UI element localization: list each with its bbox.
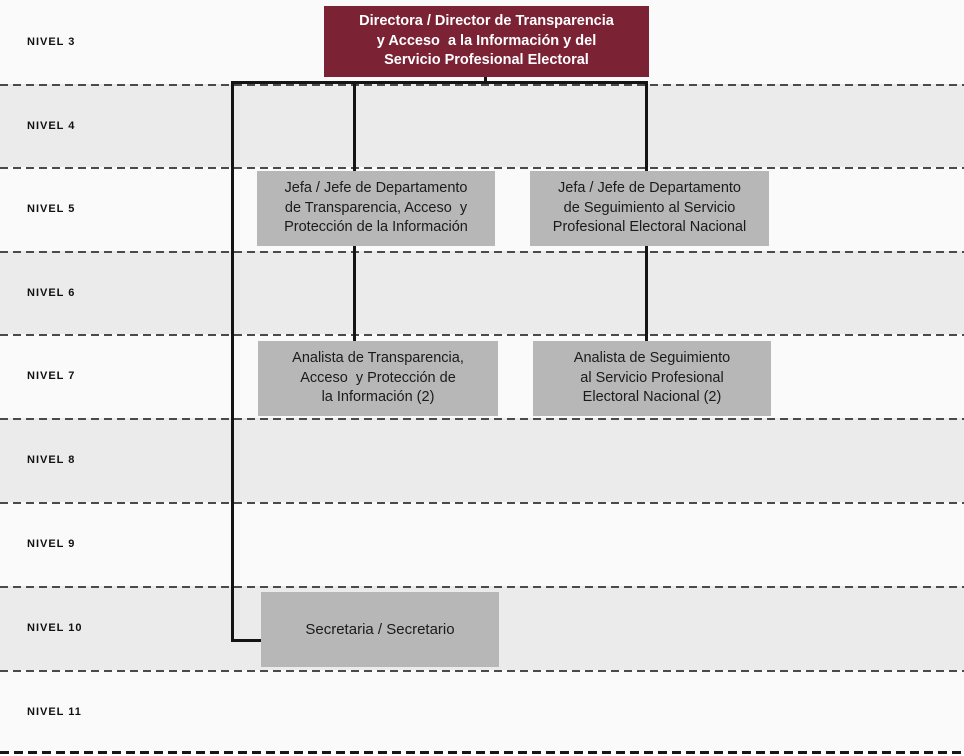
level-label-10: NIVEL 10	[27, 622, 83, 634]
org-box-secretaria: Secretaria / Secretario	[261, 592, 499, 667]
level-band-8: NIVEL 8	[0, 418, 964, 502]
level-label-9: NIVEL 9	[27, 538, 76, 550]
level-band-6: NIVEL 6	[0, 251, 964, 334]
connector-director-stub	[484, 75, 487, 84]
level-band-9: NIVEL 9	[0, 502, 964, 586]
org-box-analista-transparencia: Analista de Transparencia, Acceso y Prot…	[258, 341, 498, 416]
level-label-4: NIVEL 4	[27, 119, 76, 132]
org-box-jefe-seguimiento: Jefa / Jefe de Departamento de Seguimien…	[530, 171, 769, 246]
level-label-5: NIVEL 5	[27, 203, 76, 215]
level-label-11: NIVEL 11	[27, 705, 82, 718]
connector-drop-left	[231, 81, 234, 642]
org-box-analista-seguimiento: Analista de Seguimiento al Servicio Prof…	[533, 341, 771, 416]
level-band-4: NIVEL 4	[0, 84, 964, 167]
level-label-6: NIVEL 6	[27, 286, 76, 299]
connector-elbow-secretaria	[231, 639, 264, 642]
bottom-boundary-dashed-line	[0, 751, 964, 754]
connector-main-horizontal	[231, 81, 648, 84]
level-label-7: NIVEL 7	[27, 370, 76, 382]
level-label-8: NIVEL 8	[27, 454, 76, 466]
level-band-11: NIVEL 11	[0, 670, 964, 753]
level-label-3: NIVEL 3	[27, 36, 76, 48]
org-box-jefe-transparencia: Jefa / Jefe de Departamento de Transpare…	[257, 171, 495, 246]
org-box-director: Directora / Director de Transparencia y …	[324, 6, 649, 77]
